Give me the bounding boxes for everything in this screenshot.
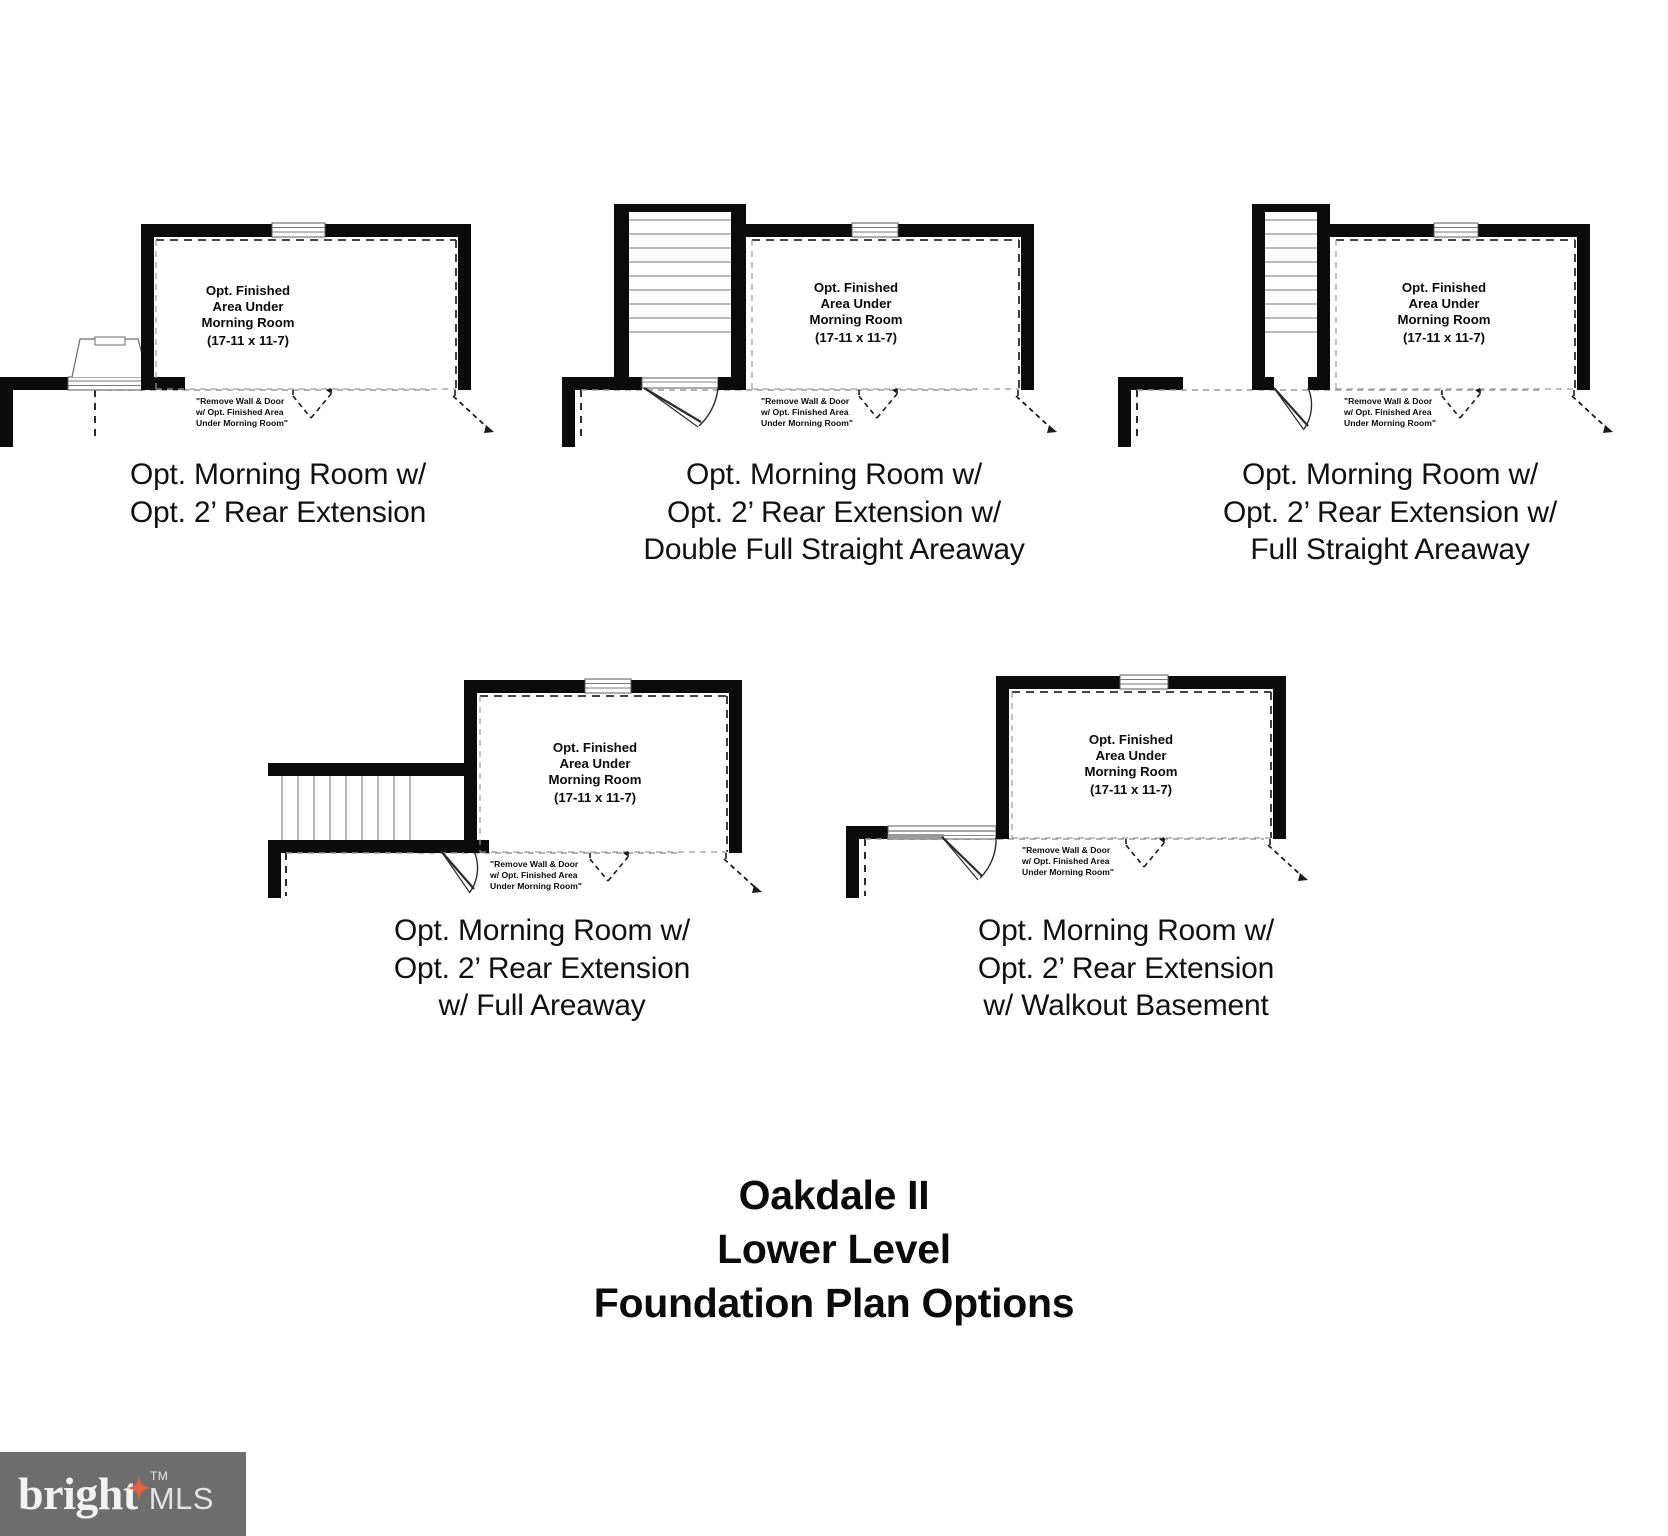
plan-level-title: Lower Level xyxy=(717,1226,951,1273)
wall-note-line1: "Remove Wall & Door xyxy=(1022,845,1111,855)
room-label-line2: Area Under xyxy=(1095,748,1166,763)
plan-caption-walkout-basement: Opt. Morning Room w/ Opt. 2’ Rear Extens… xyxy=(834,912,1418,1025)
mls-wordmark: MLS xyxy=(148,1481,214,1516)
plans-row-bottom: Opt. Finished Area Under Morning Room (1… xyxy=(250,638,1418,1025)
plan-card-walkout-basement[interactable]: Opt. Finished Area Under Morning Room (1… xyxy=(834,638,1418,1025)
room-label-line2: Area Under xyxy=(1408,296,1479,311)
caption-line: Opt. 2’ Rear Extension w/ xyxy=(666,495,1002,529)
caption-line: Opt. Morning Room w/ xyxy=(1241,458,1539,491)
caption-line: Opt. 2’ Rear Extension w/ xyxy=(1222,495,1558,529)
wall-note-line1: "Remove Wall & Door xyxy=(761,396,850,406)
plan-card-full-areaway[interactable]: Opt. Finished Area Under Morning Room (1… xyxy=(250,638,834,1025)
caption-line: Opt. 2’ Rear Extension xyxy=(129,495,427,529)
plan-caption-bilco: Opt. Morning Room w/ Opt. 2’ Rear Extens… xyxy=(0,456,556,531)
room-label-line2: Area Under xyxy=(559,756,630,771)
wall-note-line3: Under Morning Room" xyxy=(196,418,288,428)
room-label-line1: Opt. Finished xyxy=(206,283,290,298)
room-label-line3: Morning Room xyxy=(1084,764,1177,779)
wall-note-line3: Under Morning Room" xyxy=(1022,867,1114,877)
room-label-line1: Opt. Finished xyxy=(1402,280,1486,295)
wall-note-line2: w/ Opt. Finished Area xyxy=(1343,407,1432,417)
caption-line: Opt. 2’ Rear Extension xyxy=(977,951,1275,985)
room-label-line1: Opt. Finished xyxy=(814,280,898,295)
room-label-line3: Morning Room xyxy=(809,312,902,327)
floorplan-drawing-walkout-basement: Opt. Finished Area Under Morning Room (1… xyxy=(846,674,1308,898)
wall-note-line1: "Remove Wall & Door xyxy=(1344,396,1433,406)
floorplan-drawing-bilco: Opt. Finished Area Under Morning Room (1… xyxy=(0,222,494,447)
plan-caption-double-areaway: Opt. Morning Room w/ Opt. 2’ Rear Extens… xyxy=(556,456,1112,569)
room-dimensions: (17-11 x 11-7) xyxy=(554,790,636,805)
watermark-inner: bright TM MLS xyxy=(0,1468,214,1519)
wall-note-line2: w/ Opt. Finished Area xyxy=(1021,856,1110,866)
brand-wordmark: bright xyxy=(18,1468,138,1519)
room-label-line2: Area Under xyxy=(820,296,891,311)
wall-note-line3: Under Morning Room" xyxy=(1344,418,1436,428)
plan-caption-full-straight-areaway: Opt. Morning Room w/ Opt. 2’ Rear Extens… xyxy=(1112,456,1668,569)
wall-note-line3: Under Morning Room" xyxy=(761,418,853,428)
caption-line: Opt. Morning Room w/ xyxy=(977,914,1275,947)
floorplan-drawing-full-areaway: Opt. Finished Area Under Morning Room (1… xyxy=(268,678,762,898)
room-dimensions: (17-11 x 11-7) xyxy=(207,333,289,348)
plan-card-double-full-straight-areaway[interactable]: Opt. Finished Area Under Morning Room (1… xyxy=(556,182,1112,569)
room-dimensions: (17-11 x 11-7) xyxy=(1090,782,1172,797)
caption-line: Opt. Morning Room w/ xyxy=(129,458,427,491)
plans-row-top: Opt. Finished Area Under Morning Room (1… xyxy=(0,182,1668,569)
caption-line: Opt. Morning Room w/ xyxy=(393,914,691,947)
plan-name-title: Oakdale II xyxy=(738,1172,930,1218)
room-dimensions: (17-11 x 11-7) xyxy=(815,330,897,345)
wall-note-line1: "Remove Wall & Door xyxy=(196,396,285,406)
plan-card-full-straight-areaway[interactable]: Opt. Finished Area Under Morning Room (1… xyxy=(1112,182,1668,569)
star-icon xyxy=(127,1476,151,1500)
wall-note-line2: w/ Opt. Finished Area xyxy=(760,407,849,417)
caption-line: Opt. Morning Room w/ xyxy=(685,458,983,491)
plan-caption-full-areaway: Opt. Morning Room w/ Opt. 2’ Rear Extens… xyxy=(250,912,834,1025)
wall-note-line3: Under Morning Room" xyxy=(490,881,582,891)
room-label-line3: Morning Room xyxy=(201,315,294,330)
caption-line: Double Full Straight Areaway xyxy=(643,533,1025,566)
sheet-title-block: Oakdale II Lower Level Foundation Plan O… xyxy=(0,1168,1668,1330)
wall-note-line2: w/ Opt. Finished Area xyxy=(489,870,578,880)
plan-card-bilco[interactable]: Opt. Finished Area Under Morning Room (1… xyxy=(0,182,556,569)
plan-sheet-subtitle: Foundation Plan Options xyxy=(593,1280,1075,1327)
room-label-line1: Opt. Finished xyxy=(1089,732,1173,747)
room-dimensions: (17-11 x 11-7) xyxy=(1403,330,1485,345)
caption-line: w/ Full Areaway xyxy=(438,989,646,1022)
room-label-line1: Opt. Finished xyxy=(553,740,637,755)
trademark-symbol: TM xyxy=(150,1469,169,1483)
floorplan-drawing-double-areaway: Opt. Finished Area Under Morning Room (1… xyxy=(562,204,1057,447)
room-label-line3: Morning Room xyxy=(548,772,641,787)
caption-line: w/ Walkout Basement xyxy=(983,989,1269,1022)
caption-line: Opt. 2’ Rear Extension xyxy=(393,951,691,985)
wall-note-line1: "Remove Wall & Door xyxy=(490,859,579,869)
floorplan-drawing-full-straight-areaway: Opt. Finished Area Under Morning Room (1… xyxy=(1118,204,1613,447)
room-label-line2: Area Under xyxy=(212,299,283,314)
wall-note-line2: w/ Opt. Finished Area xyxy=(195,407,284,417)
bright-mls-watermark: bright TM MLS xyxy=(0,1452,246,1536)
room-label-line3: Morning Room xyxy=(1397,312,1490,327)
caption-line: Full Straight Areaway xyxy=(1250,533,1530,566)
